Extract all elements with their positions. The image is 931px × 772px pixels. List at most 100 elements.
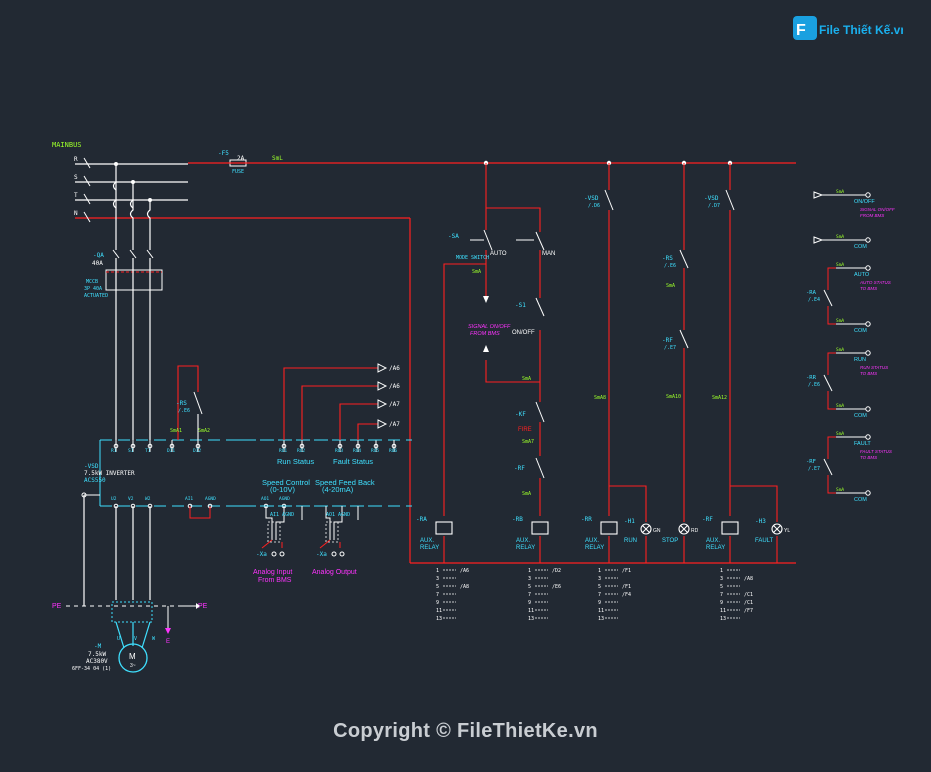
motor-circuit: PE PE U V W M 3~ -M 7.5kW AC380V 6FF-34 … xyxy=(52,492,208,673)
signal-note-2: FROM BMS xyxy=(470,331,500,337)
vfd-terminal-label: W2 xyxy=(145,496,151,502)
speed-feedback-label: Speed Feed Back xyxy=(315,478,375,487)
svg-text:SmA: SmA xyxy=(836,487,844,493)
contact-number: 9 xyxy=(720,600,723,606)
svg-text:SmA: SmA xyxy=(666,283,675,289)
motor-tag: -M xyxy=(94,643,102,650)
contact-ref: /E6 xyxy=(552,584,561,590)
ref-run-1: /A6 xyxy=(389,365,400,372)
vfd-terminal-label: V2 xyxy=(128,496,134,502)
logo-text: File Thiết Kế.vn xyxy=(819,23,903,37)
relay-desc: RELAY xyxy=(516,545,535,551)
svg-text:-RF: -RF xyxy=(662,337,673,344)
motor-phase: 3~ xyxy=(130,663,136,669)
vfd-terminal-label: RO5 xyxy=(371,448,379,454)
contact-number: 13 xyxy=(436,616,442,622)
phase-label-t: T xyxy=(74,192,78,199)
relay-desc: RELAY xyxy=(420,545,439,551)
bms-output-terminal: SmA COM xyxy=(828,487,871,503)
svg-text:/.D6: /.D6 xyxy=(588,203,600,209)
relay-desc: AUX. xyxy=(585,538,599,544)
svg-text:SmA: SmA xyxy=(836,262,844,268)
contact-number: 9 xyxy=(598,600,601,606)
breaker-tag: -QA xyxy=(93,252,104,259)
svg-text:SmA: SmA xyxy=(836,431,844,437)
relay-tag: -RF xyxy=(702,516,713,523)
supply-section: MAINBUS R S T N xyxy=(52,141,410,440)
bms-output-note: SIGNAL ON/OFF xyxy=(860,207,895,212)
bms-output-name: ON/OFF xyxy=(854,199,875,205)
contact-number: 1 xyxy=(436,568,439,574)
contact-number: 7 xyxy=(598,592,601,598)
vfd-terminal xyxy=(355,443,361,449)
contact-ref: /F1 xyxy=(622,568,631,574)
contact-number: 13 xyxy=(528,616,534,622)
terminal-symbol xyxy=(339,551,345,557)
vfd-terminal-label: DI1 xyxy=(167,448,175,454)
onoff-label: ON/OFF xyxy=(512,330,535,336)
svg-text:/.E7: /.E7 xyxy=(664,345,676,351)
relay-coil xyxy=(531,521,549,535)
svg-text:-RS: -RS xyxy=(176,400,187,407)
bms-output-name: COM xyxy=(854,497,867,503)
svg-text:-RS: -RS xyxy=(662,255,673,262)
contact-ref: /A8 xyxy=(460,584,469,590)
vfd-terminal-label: T1 xyxy=(145,448,151,454)
vfd-terminal-label: AO1 xyxy=(261,496,269,502)
relay-desc: AUX. xyxy=(516,538,530,544)
ref-run-2: /A6 xyxy=(389,383,400,390)
lamp-tag: -H1 xyxy=(624,518,635,525)
relay-desc: AUX. xyxy=(420,538,434,544)
svg-text:SmA12: SmA12 xyxy=(712,395,727,401)
phase-label-r: R xyxy=(74,156,78,163)
bms-output-note: TO BMS xyxy=(860,455,877,460)
contact-number: 11 xyxy=(436,608,442,614)
vfd-terminal xyxy=(373,443,379,449)
contact-ref: /C1 xyxy=(744,600,753,606)
pe-left-label: PE xyxy=(52,603,62,610)
vfd-terminal-label: U2 xyxy=(111,496,117,502)
ref-fault-2: /A7 xyxy=(389,421,400,428)
lamp-label: STOP xyxy=(662,538,678,544)
contact-ref: /D2 xyxy=(552,568,561,574)
vfd-rating: 7.5kW INVERTER xyxy=(84,470,135,477)
signal-note-1: SIGNAL ON/OFF xyxy=(468,324,511,330)
vfd-terminal xyxy=(113,443,119,449)
vfd-terminal-label: AGND xyxy=(279,496,290,502)
contact-ref: /.E6 xyxy=(808,382,820,388)
svg-text:SmA7: SmA7 xyxy=(522,439,534,445)
analog-terminal-tag: -Xa xyxy=(316,551,327,558)
svg-text:SmA1: SmA1 xyxy=(170,428,182,434)
contact-ref: /F4 xyxy=(622,592,631,598)
run-status-label: Run Status xyxy=(277,457,314,466)
lamp-color: RD xyxy=(691,528,699,534)
mcb-rating: 2A xyxy=(237,155,245,162)
fuse-label: FUSE xyxy=(232,169,244,175)
svg-text:AI1 AGND: AI1 AGND xyxy=(270,512,294,518)
contact-number: 3 xyxy=(720,576,723,582)
svg-text:-VSD: -VSD xyxy=(584,195,599,202)
svg-text:AO1 AGND: AO1 AGND xyxy=(326,512,350,518)
fault-status-label: Fault Status xyxy=(333,457,373,466)
vfd-terminal-label: AGND xyxy=(205,496,216,502)
lamp-color: YL xyxy=(784,528,790,534)
vfd-terminal xyxy=(147,443,153,449)
terminal-symbol xyxy=(279,551,285,557)
contact-tag: -RR xyxy=(806,375,817,381)
svg-text:SmA10: SmA10 xyxy=(666,394,681,400)
bms-output-note: FROM BMS xyxy=(860,213,884,218)
svg-text:SmA: SmA xyxy=(522,491,531,497)
svg-text:/.D7: /.D7 xyxy=(708,203,720,209)
motor-letter: M xyxy=(129,652,136,661)
analog-terminal-tag: -Xa xyxy=(256,551,267,558)
relay-coil xyxy=(600,521,618,535)
contact-number: 5 xyxy=(598,584,601,590)
mode-switch-label: MODE SWITCH xyxy=(456,255,489,261)
bms-output-note: TO BMS xyxy=(860,286,877,291)
control-circuit: -SA MODE SWITCH AUTO MAN -S1 ON/OFF SIGN… xyxy=(416,160,790,622)
